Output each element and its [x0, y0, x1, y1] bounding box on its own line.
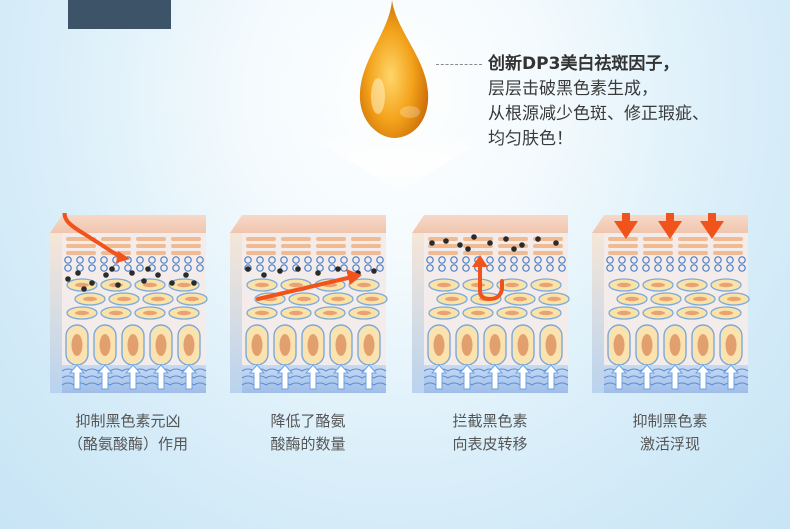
- skin-panel-4: [590, 213, 750, 395]
- headline-line-1: 创新DP3美白祛斑因子，: [488, 54, 680, 74]
- serum-drop-icon: [359, 0, 429, 138]
- step-caption-4-line-1: 抑制黑色素: [632, 412, 708, 430]
- step-caption-1-line-1: 抑制黑色素元凶: [75, 412, 181, 430]
- step-caption-3-line-2: 向表皮转移: [452, 435, 528, 453]
- headline-text: 创新DP3美白祛斑因子， 层层击破黑色素生成， 从根源减少色斑、修正瑕疵、 均匀…: [488, 52, 788, 152]
- top-tab-bar: [68, 0, 171, 29]
- headline-line-2: 层层击破黑色素生成，: [488, 79, 658, 99]
- step-caption-3-line-1: 拦截黑色素: [452, 412, 528, 430]
- step-caption-2-line-1: 降低了酪氨: [270, 412, 346, 430]
- step-caption-2-line-2: 酸酶的数量: [270, 435, 346, 453]
- step-caption-2: 降低了酪氨 酸酶的数量: [218, 410, 398, 456]
- step-caption-1: 抑制黑色素元凶 （酪氨酸酶）作用: [38, 410, 218, 456]
- skin-panel-1: [48, 213, 208, 395]
- step-caption-3: 拦截黑色素 向表皮转移: [400, 410, 580, 456]
- step-caption-4: 抑制黑色素 激活浮现: [580, 410, 760, 456]
- skin-panel-2: [228, 213, 388, 395]
- skin-panel-3: [410, 213, 570, 395]
- step-caption-4-line-2: 激活浮现: [639, 435, 700, 453]
- step-caption-1-line-2: （酪氨酸酶）作用: [67, 435, 188, 453]
- headline-line-3: 从根源减少色斑、修正瑕疵、: [488, 104, 709, 124]
- headline-line-4: 均匀肤色！: [488, 129, 573, 149]
- pointer-dashed-line: [436, 64, 482, 65]
